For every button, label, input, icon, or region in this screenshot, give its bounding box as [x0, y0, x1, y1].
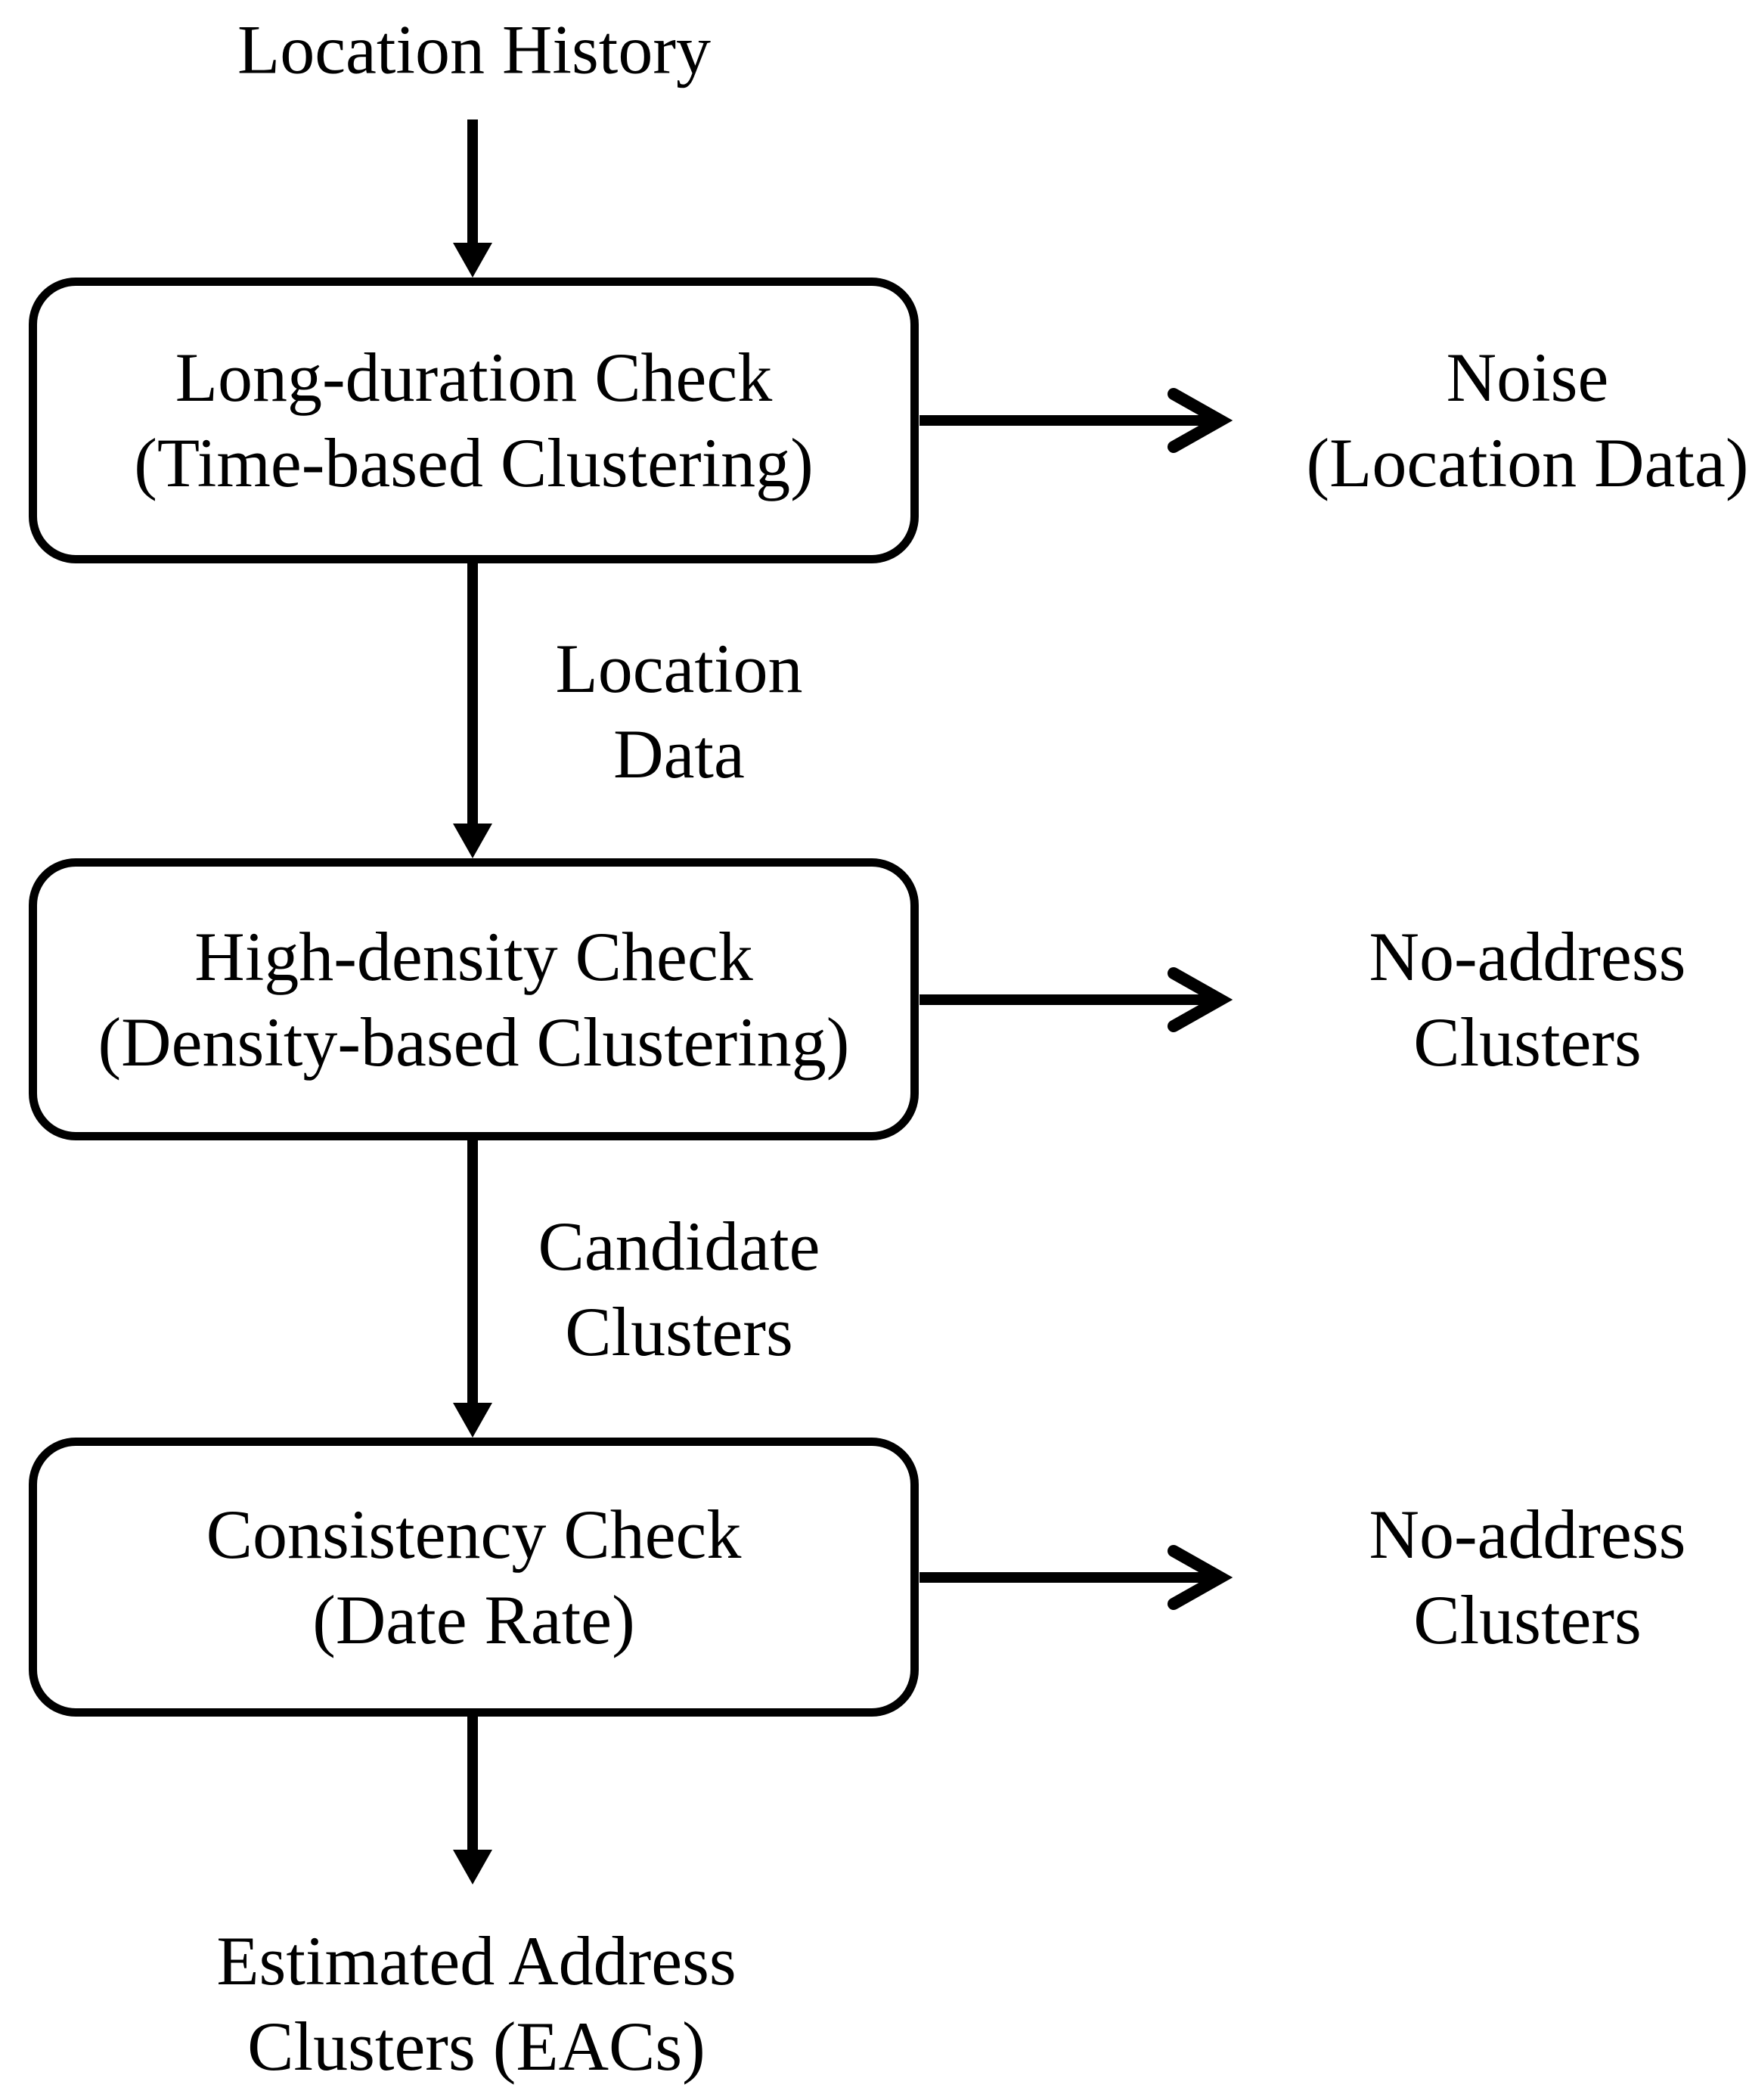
flow-arrow-input-to-process1	[453, 119, 492, 278]
process-box-title: High-density Check	[194, 917, 753, 995]
flow-arrow-process2-to-process3	[453, 1140, 492, 1438]
process-box-subtitle: (Density-based Clustering)	[98, 1003, 850, 1081]
process-box-subtitle: (Time-based Clustering)	[134, 424, 814, 501]
input-node-label: Location History	[237, 11, 711, 88]
process-box-subtitle: (Date Rate)	[312, 1580, 635, 1658]
flow-arrow-process3-to-output	[453, 1717, 492, 1884]
process-box-title: Consistency Check	[206, 1495, 742, 1573]
branch-arrow-noise	[919, 388, 1233, 453]
process-box-long-duration-check: Long-duration Check (Time-based Clusteri…	[29, 278, 919, 563]
branch-arrow-noaddress-1	[919, 967, 1233, 1032]
branch-arrow-noaddress-2	[919, 1545, 1233, 1610]
process-box-title: Long-duration Check	[175, 339, 773, 416]
branch-label-noaddress-2: No-address Clusters	[1369, 1496, 1686, 1658]
process-box-consistency-check: Consistency Check (Date Rate)	[29, 1438, 919, 1717]
edge-label-candidate-clusters: Candidate Clusters	[538, 1208, 820, 1370]
flow-arrow-process1-to-process2	[453, 563, 492, 858]
branch-label-noise: Noise (Location Data)	[1306, 339, 1749, 501]
process-box-high-density-check: High-density Check (Density-based Cluste…	[29, 858, 919, 1140]
branch-label-noaddress-1: No-address Clusters	[1369, 918, 1686, 1081]
output-node-label: Estimated Address Clusters (EACs)	[216, 1922, 737, 2085]
edge-label-location-data: Location Data	[555, 630, 803, 793]
